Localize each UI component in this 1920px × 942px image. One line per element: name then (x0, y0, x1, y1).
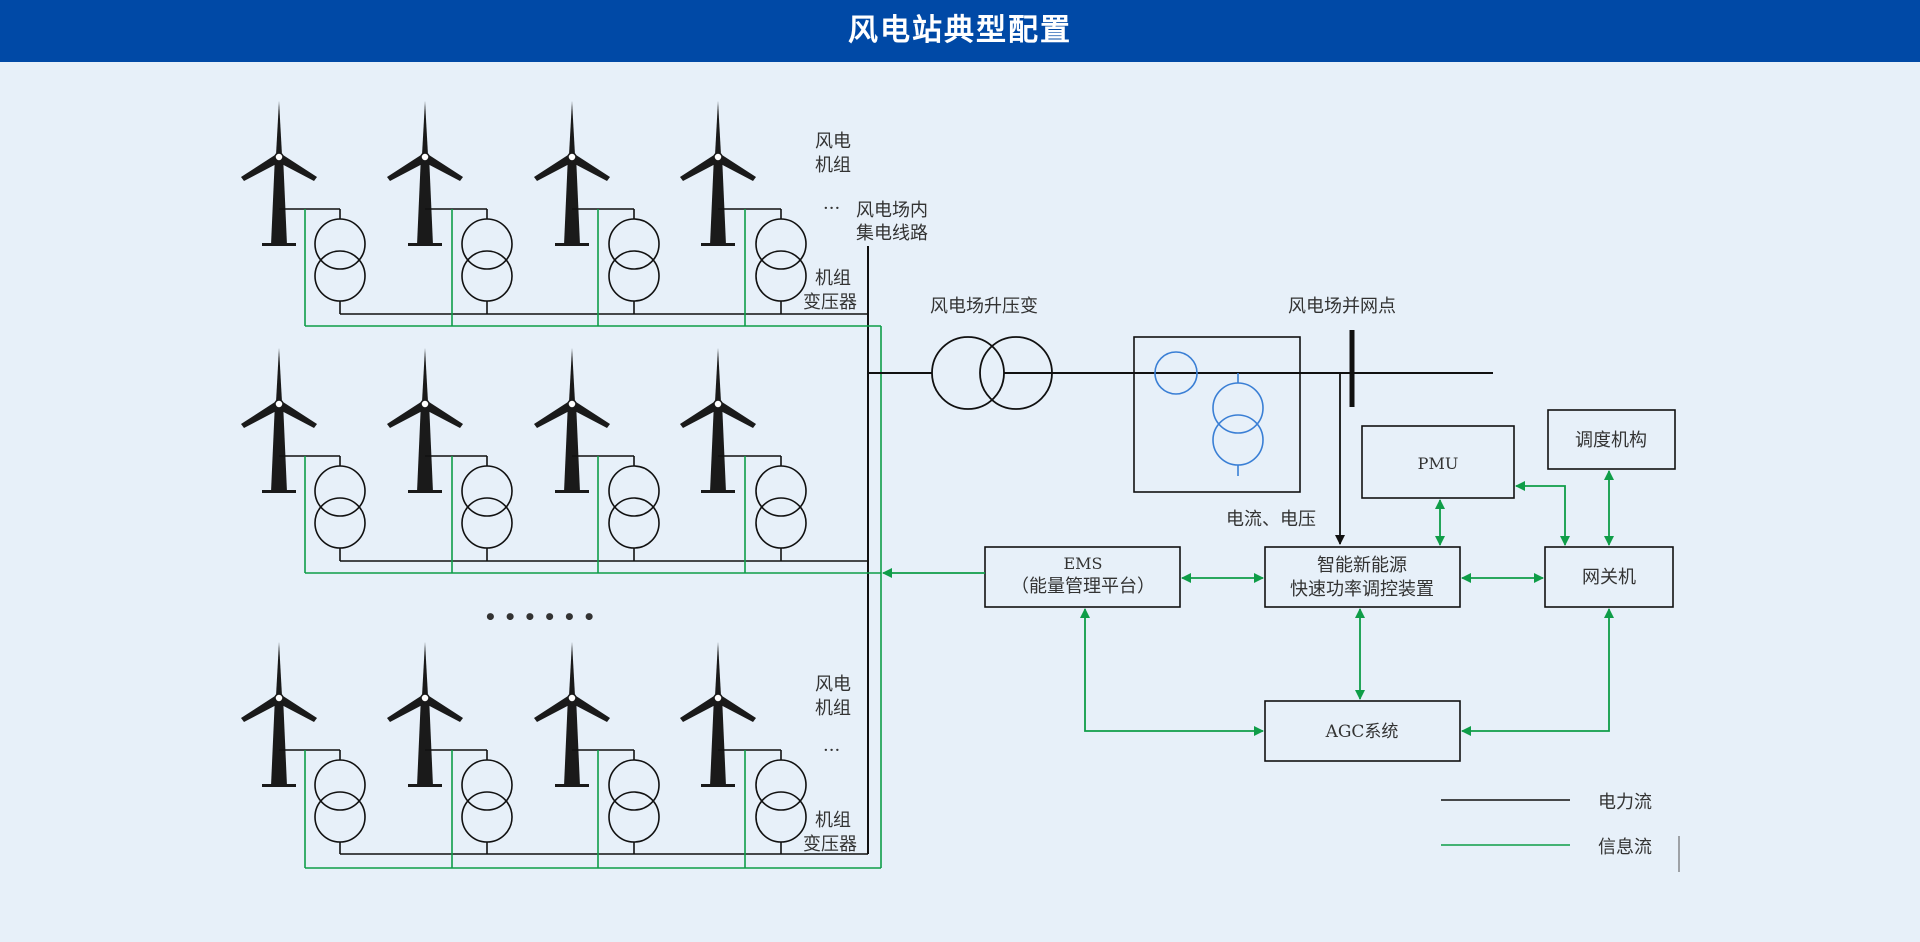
turbine-unit-3-2 (386, 641, 513, 868)
controller-label-1: 智能新能源 (1317, 555, 1407, 576)
turbine-unit-3-1 (240, 641, 366, 868)
label-ellipsis-top: ··· (823, 198, 840, 219)
agc-box: AGC系统 (1264, 700, 1461, 762)
label-ellipsis-bottom: ··· (823, 740, 840, 761)
feeder-row-3 (240, 641, 881, 869)
dispatch-label: 调度机构 (1575, 430, 1647, 451)
ems-label-2: （能量管理平台） (1011, 576, 1155, 597)
label-collector-2: 集电线路 (856, 223, 928, 244)
gateway-box: 网关机 (1544, 546, 1674, 608)
label-wind-units-top-1: 风电 (815, 131, 851, 152)
inner-transformer-icon (1154, 351, 1264, 466)
header-bar (0, 0, 1920, 62)
turbine-unit-3-3 (533, 641, 660, 868)
label-wind-units-bottom-2: 机组 (815, 698, 851, 719)
arrow-ems-agc (1080, 608, 1264, 736)
pmu-box: PMU (1361, 425, 1515, 499)
turbine-unit-2-2 (386, 347, 513, 573)
label-unit-transformer-bottom-1: 机组 (815, 810, 851, 831)
label-wind-units-bottom-1: 风电 (815, 674, 851, 695)
turbine-unit-3-4 (679, 641, 807, 868)
label-collector-1: 风电场内 (856, 200, 928, 221)
feeder-row-2 (240, 347, 881, 574)
label-unit-transformer-top-1: 机组 (815, 268, 851, 289)
arrow-pmu-gateway (1515, 481, 1570, 546)
dispatch-box: 调度机构 (1547, 409, 1676, 470)
pmu-label: PMU (1418, 454, 1459, 473)
turbine-unit-1-4 (679, 100, 807, 326)
page-title: 风电站典型配置 (848, 13, 1072, 48)
ems-label-1: EMS (1063, 554, 1102, 573)
feeder-row-1 (240, 100, 881, 327)
label-unit-transformer-bottom-2: 变压器 (803, 834, 857, 855)
legend-power-label: 电力流 (1598, 792, 1652, 813)
turbine-unit-1-1 (240, 100, 366, 326)
ems-box: EMS （能量管理平台） (984, 546, 1181, 608)
turbine-unit-2-4 (679, 347, 807, 573)
controller-box: 智能新能源 快速功率调控装置 (1264, 546, 1461, 608)
controller-label-2: 快速功率调控装置 (1290, 579, 1434, 600)
agc-label: AGC系统 (1325, 722, 1399, 742)
turbine-unit-2-3 (533, 347, 660, 573)
label-current-voltage: 电流、电压 (1226, 509, 1316, 530)
turbine-unit-1-3 (533, 100, 660, 326)
more-rows-dots: • • • • • • (484, 605, 596, 629)
arrow-gateway-agc (1461, 608, 1614, 736)
gateway-label: 网关机 (1582, 567, 1636, 588)
substation-box (1133, 336, 1301, 493)
step-up-transformer-icon (931, 336, 1053, 410)
label-unit-transformer-top-2: 变压器 (803, 292, 857, 313)
turbine-unit-2-1 (240, 347, 366, 573)
legend-info-label: 信息流 (1598, 837, 1652, 858)
label-step-up: 风电场升压变 (930, 296, 1038, 317)
label-grid-point: 风电场并网点 (1288, 296, 1396, 317)
legend: 电力流 信息流 (1441, 792, 1680, 872)
turbine-unit-1-2 (386, 100, 513, 326)
label-wind-units-top-2: 机组 (815, 155, 851, 176)
info-arrows (882, 470, 1614, 736)
